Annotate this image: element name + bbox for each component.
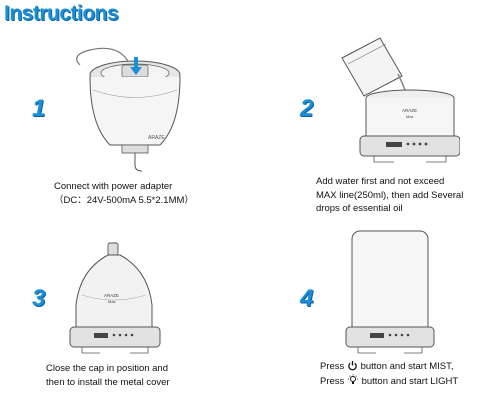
step1-line-1: Connect with power adapter (54, 181, 173, 192)
step4-line-mist: Press button and start MIST, (320, 360, 458, 374)
step3-caption: Close the cap in position and then to in… (46, 362, 170, 389)
svg-text:ARAZE: ARAZE (148, 135, 165, 141)
step2-illustration: ARAZE Max (341, 37, 460, 163)
svg-text:ARAZE: ARAZE (402, 108, 417, 113)
step-number-1: 1 (32, 95, 46, 122)
press-word: Press (320, 361, 345, 372)
step2-line-2: MAX line(250ml), then add Several (316, 189, 464, 201)
step4-caption: Press button and start MIST, Press butto… (320, 360, 458, 388)
svg-text:Max: Max (108, 299, 116, 304)
mist-text: button and start MIST, (360, 361, 454, 372)
step2-line-1: Add water first and not exceed (316, 176, 445, 187)
svg-text:Max: Max (406, 114, 414, 119)
step4-line-light: Press button and start LIGHT (320, 374, 458, 389)
step1-caption: Connect with power adapter （DC：24V-500mA… (54, 180, 194, 207)
step-number-4: 4 (300, 285, 314, 312)
step3-line-1: Close the cap in position and (46, 363, 168, 374)
step3-line-2: then to install the metal cover (46, 376, 170, 388)
press-word: Press (320, 375, 345, 387)
svg-text:ARAZE: ARAZE (104, 293, 119, 298)
power-icon (348, 360, 357, 371)
light-text: button and start LIGHT (361, 375, 459, 387)
step2-line-3: drops of essential oil (316, 203, 403, 214)
step1-line-2: （DC：24V-500mA 5.5*2.1MM） (54, 194, 194, 206)
step1-illustration: ARAZE (76, 47, 181, 172)
page-title: Instructions (4, 2, 119, 25)
step-number-2: 2 (300, 95, 314, 122)
step2-caption: Add water first and not exceed MAX line(… (316, 175, 463, 216)
step3-illustration: ARAZE Max (69, 242, 161, 354)
step4-illustration (345, 230, 435, 354)
light-bulb-icon (347, 374, 358, 384)
step-number-3: 3 (32, 285, 46, 312)
